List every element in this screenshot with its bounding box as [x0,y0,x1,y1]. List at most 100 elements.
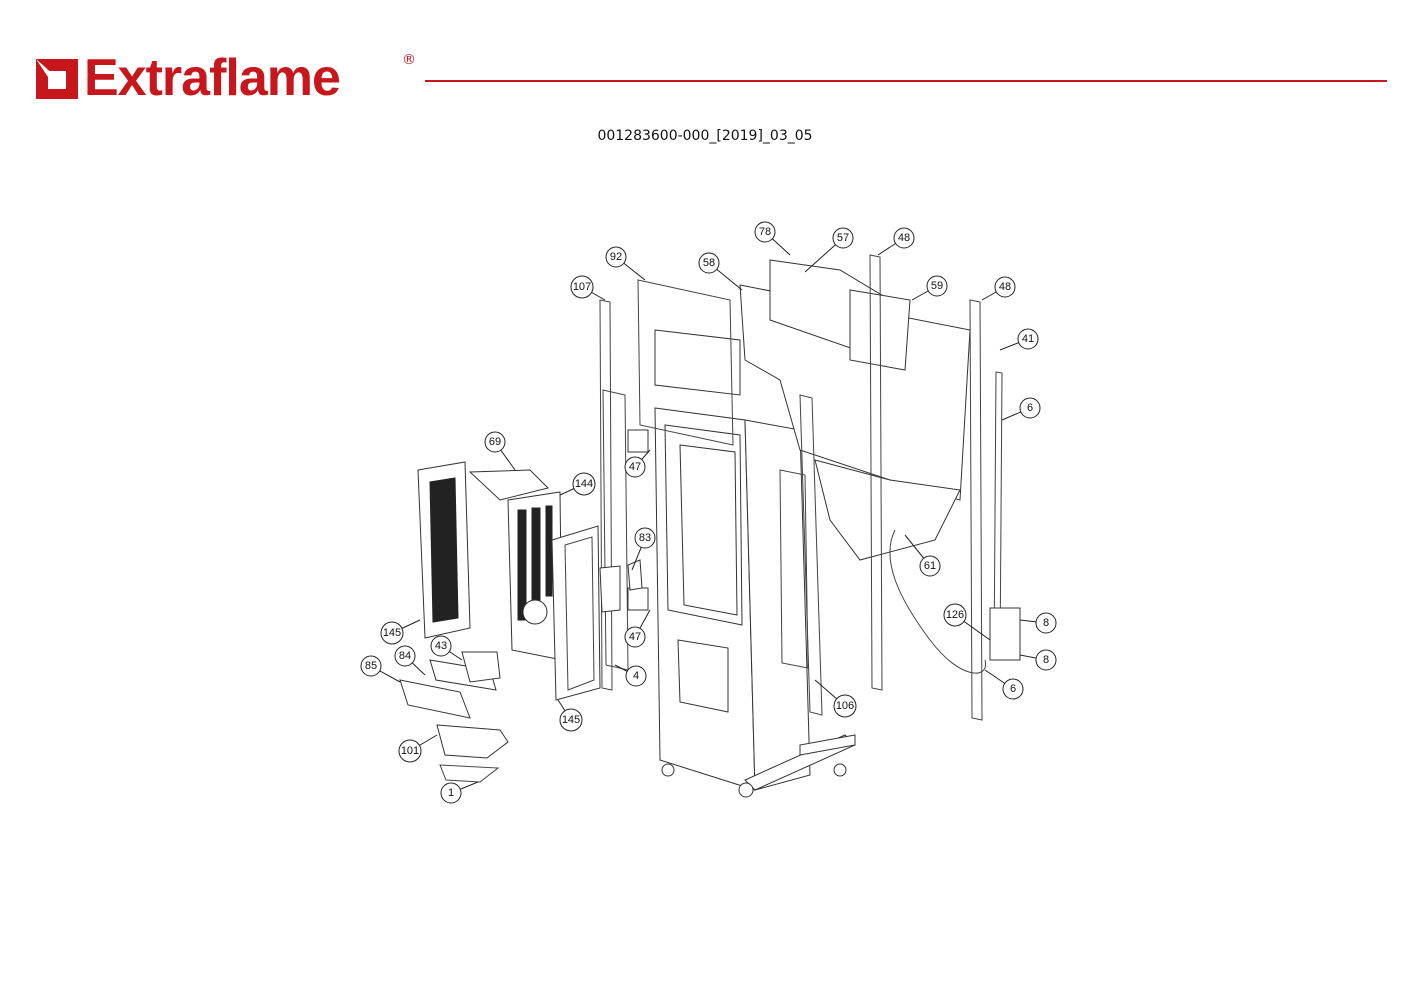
ash-pan [436,724,509,759]
callout-number: 1 [448,787,454,799]
callout-78: 78 [754,221,791,256]
callout-92: 92 [605,246,646,281]
callout-number: 107 [573,281,591,293]
callout-number: 41 [1022,333,1034,345]
door-hinge-bar [468,469,549,501]
left-door-glass [429,477,459,623]
burn-pot [461,651,501,683]
ash-pan-gasket [439,764,500,783]
callout-83: 83 [631,527,656,571]
callout-circle [484,431,506,453]
brand-logo: Extraflame [34,49,341,107]
left-upright [599,299,613,691]
callout-number: 48 [898,232,910,244]
center-panel-port [522,599,548,625]
callout-58: 58 [698,252,743,291]
left-side-panel [602,389,629,671]
callout-47: 47 [624,449,651,478]
callout-41: 41 [999,328,1039,351]
callout-48: 48 [877,227,915,256]
slot [545,505,553,597]
callout-6: 6 [1001,397,1041,421]
slot [517,509,527,621]
callout-number: 47 [629,631,641,643]
callout-8: 8 [1019,649,1057,671]
callout-number: 61 [924,560,936,572]
callout-circle [570,275,594,299]
callout-circle [893,227,915,249]
callout-circle [754,221,776,243]
ash-deflector [399,679,471,719]
callout-circle [698,252,720,274]
callout-number: 101 [401,745,419,757]
callout-number: 57 [837,232,849,244]
top-frame [637,279,734,446]
callout-47: 47 [624,609,651,648]
callout-number: 92 [610,251,622,263]
callout-59: 59 [911,275,948,301]
callout-circle [624,456,646,478]
callout-number: 58 [703,257,715,269]
callout-circle [559,708,583,732]
callout-circle [572,472,596,496]
callout-85: 85 [360,655,401,683]
callout-number: 59 [931,280,943,292]
callout-number: 145 [383,627,401,639]
callout-84: 84 [394,645,426,676]
callout-number: 8 [1043,617,1049,629]
callout-61: 61 [904,534,941,577]
foot [833,763,847,777]
lower-opening [677,639,729,713]
callout-106: 106 [814,679,857,718]
callout-6: 6 [984,669,1024,700]
callout-circle [625,665,647,687]
callout-43: 43 [430,635,463,661]
back-panel [739,284,971,501]
stove-parts [399,254,1021,798]
callout-number: 83 [639,532,651,544]
callout-number: 126 [946,609,964,621]
callout-number: 48 [999,281,1011,293]
callout-126: 126 [943,603,991,641]
callout-8: 8 [1019,612,1057,634]
hinge-bracket-lower [627,587,649,611]
callout-circle [926,275,948,297]
logo-mark-icon [36,59,78,99]
callout-number: 144 [575,478,593,490]
hinge-bracket-upper [627,429,649,453]
callout-circle [605,246,627,268]
callout-number: 6 [1027,402,1033,414]
callout-circle [360,655,382,677]
rear-upright [869,254,883,691]
side-panel [779,469,809,669]
callout-circle [394,645,416,667]
callout-circle [1002,678,1024,700]
latch [627,559,643,591]
callout-circle [440,782,462,804]
callout-number: 43 [435,640,447,652]
right-door-glass [564,536,595,691]
callout-circle [634,527,656,549]
callout-number: 85 [365,660,377,672]
callout-107: 107 [570,275,606,301]
callout-circle [398,739,422,763]
callout-number: 78 [759,226,771,238]
callout-4: 4 [614,664,647,687]
callout-circle [943,603,967,627]
callout-circle [1019,397,1041,419]
firebox-opening [679,444,738,616]
callout-circle [833,694,857,718]
right-door [551,525,601,701]
control-block [989,607,1021,661]
callout-circle [430,635,452,657]
registered-mark: ® [402,52,416,68]
brand-name: Extraflame [84,49,341,107]
callout-145: 145 [380,619,421,645]
callout-circle [624,626,646,648]
callout-circle [919,555,941,577]
callout-number: 106 [836,700,854,712]
callout-145: 145 [557,699,583,732]
callout-48: 48 [981,276,1016,301]
callout-number: 145 [562,714,580,726]
